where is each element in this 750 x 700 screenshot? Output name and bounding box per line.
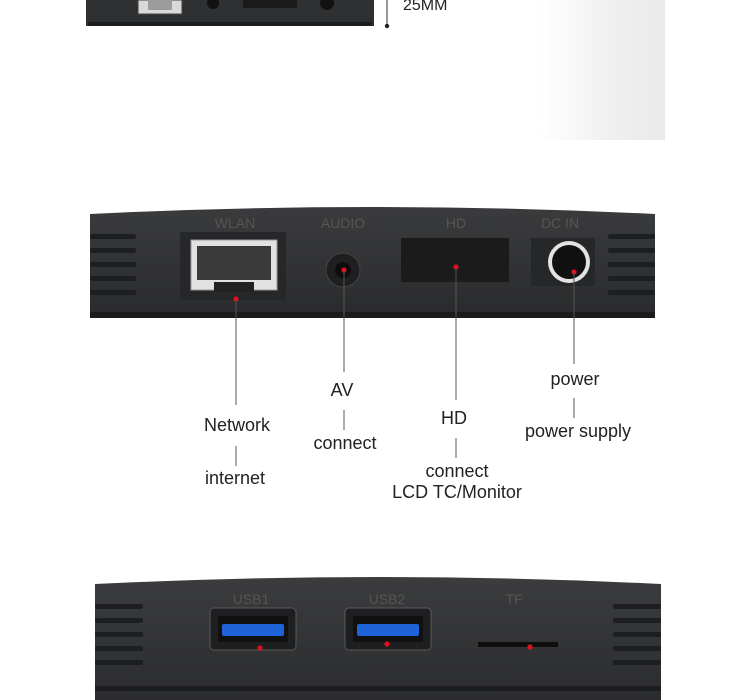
height-dimension-label: 25MM: [403, 0, 448, 14]
marker-network: [233, 296, 239, 302]
callout-network-sub: internet: [204, 468, 266, 488]
callout-power-sub: power supply: [524, 421, 632, 441]
marker-hd: [453, 264, 459, 270]
top-dc-jack: [320, 0, 334, 10]
callout-power-title: power: [550, 369, 600, 389]
top-hd-port: [243, 0, 297, 8]
callout-hd-sub: connect: [425, 461, 489, 481]
callout-network-title: Network: [203, 415, 271, 435]
top-audio-jack: [207, 0, 219, 9]
marker-usb1: [257, 645, 263, 651]
side-panel-device: USB1 USB2 TF: [95, 577, 661, 700]
callout-hd-sub2: LCD TC/Monitor: [392, 482, 522, 502]
port-label-usb1: USB1: [233, 591, 270, 607]
marker-tf: [527, 644, 533, 650]
hd-port: [401, 238, 509, 282]
port-label-tf: TF: [505, 591, 522, 607]
callout-av-sub: connect: [313, 433, 377, 453]
marker-usb2: [384, 641, 390, 647]
tf-slot: [478, 642, 558, 647]
callout-av-title: AV: [330, 380, 354, 400]
dimension-marker: [384, 23, 390, 29]
rear-panel-device: WLAN AUDIO HD DC IN: [90, 207, 655, 318]
callout-hd-title: HD: [441, 408, 467, 428]
port-label-audio: AUDIO: [321, 215, 365, 231]
port-label-usb2: USB2: [369, 591, 406, 607]
port-label-hd: HD: [446, 215, 466, 231]
port-label-wlan: WLAN: [215, 215, 255, 231]
port-label-dcin: DC IN: [541, 215, 579, 231]
top-device-illustration: [86, 0, 665, 140]
